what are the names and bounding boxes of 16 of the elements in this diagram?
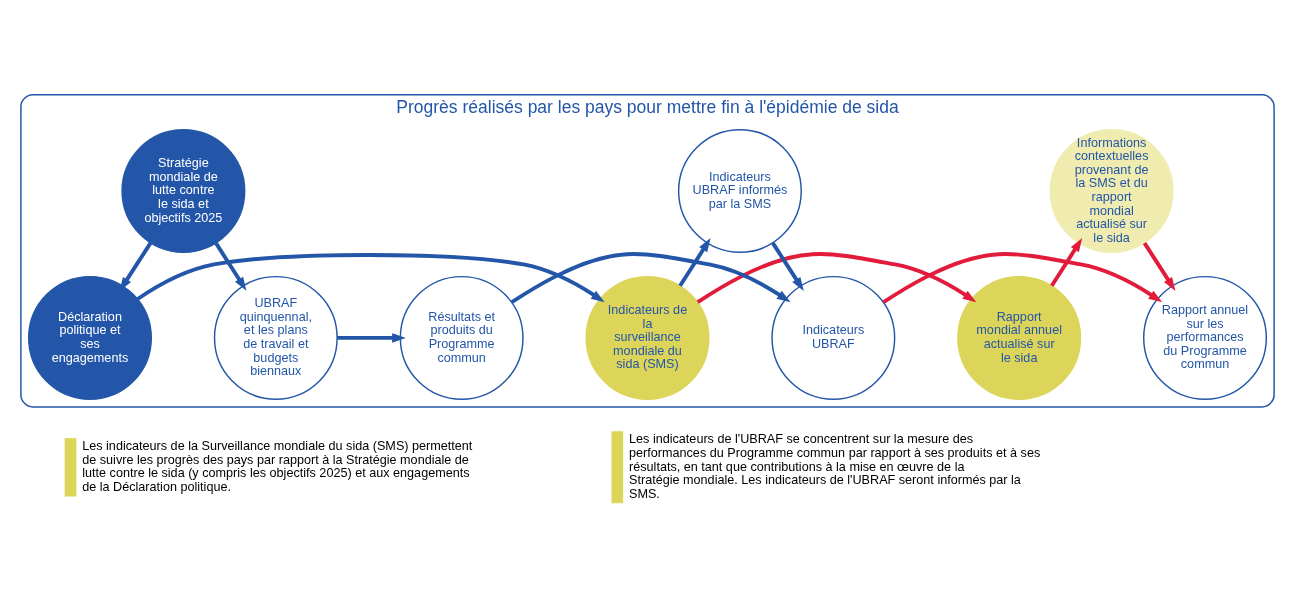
- node-circle: Indicateurs de la surveillance mondiale du sida (SMS): [585, 275, 710, 400]
- arrow: [771, 241, 804, 291]
- arrow: [1050, 237, 1083, 287]
- arrow: [696, 251, 977, 304]
- node-circle: Résultats et produits du Programme commun: [399, 275, 524, 400]
- arrow: [510, 251, 791, 304]
- arrow: [337, 332, 406, 343]
- legend-label: Les indicateurs de l'UBRAF se concentrent sur la mesure des performances du Programme commun par rapport à ses produits et à ses résultats, en tant que contributions à la mise en œuvre de la Stratégie mondiale. Les indicateurs de l'UBRAF seront informés par la SMS.: [629, 431, 1041, 501]
- arrow: [136, 252, 605, 302]
- node-circle: Rapport mondial annuel actualisé sur le sida: [957, 275, 1082, 400]
- arrow: [1142, 241, 1176, 291]
- node-circle: Stratégie mondiale de lutte contre le sida et objectifs 2025: [121, 128, 246, 253]
- arrow: [214, 241, 247, 291]
- arrow: [678, 237, 711, 287]
- legend-label: Les indicateurs de la Surveillance mondiale du sida (SMS) permettent de suivre les progrès des pays par rapport à la Stratégie mondiale de lutte contre le sida (y compris les objectifs 2025) et aux engagements de la Déclaration politique.: [82, 438, 473, 494]
- arrow: [882, 251, 1163, 304]
